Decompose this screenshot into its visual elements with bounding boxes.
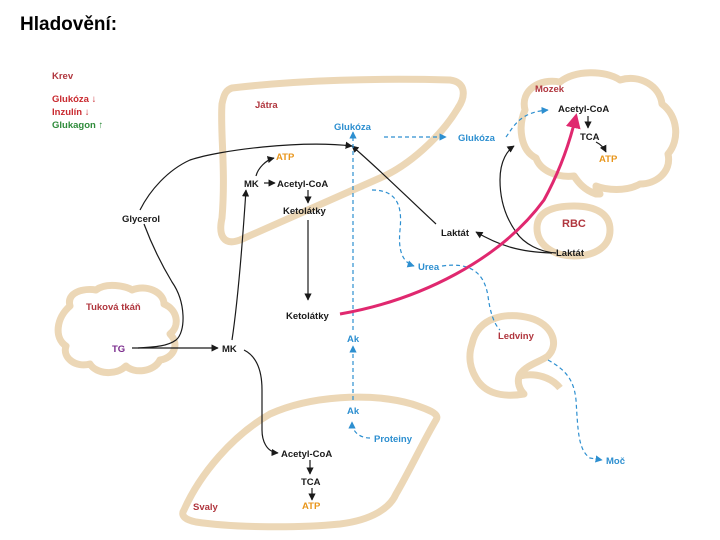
label-brain-glucose: Glukóza (458, 133, 496, 144)
path-proteins-ak (348, 421, 371, 439)
liver-outline (217, 75, 467, 246)
label-ketone-blood: Ketolátky (286, 311, 329, 322)
path-liver-urea (371, 189, 415, 268)
label-liver-ketone: Ketolátky (283, 206, 326, 217)
path-mk-liver (231, 189, 250, 341)
label-muscle-acetylcoa: Acetyl-CoA (281, 449, 332, 460)
label-blood-glucose: Glukóza (334, 122, 372, 133)
label-lactate: Laktát (441, 228, 470, 239)
label-rbc-lactate: Laktát (556, 248, 585, 259)
label-liver-mk: MK (244, 179, 259, 190)
legend-glucose: Glukóza ↓ (52, 94, 96, 105)
organ-label-brain: Mozek (535, 84, 565, 95)
label-proteins: Proteiny (374, 434, 413, 445)
organ-label-adipose: Tuková tkáň (86, 302, 141, 313)
organ-label-muscle: Svaly (193, 502, 219, 513)
path-glucose-lactate (351, 145, 437, 225)
legend-insulin: Inzulín ↓ (52, 107, 89, 118)
path-ketone-brain (339, 113, 581, 316)
label-brain-tca: TCA (580, 132, 600, 143)
label-tg: TG (112, 344, 125, 355)
path-liver-mk-atp (255, 156, 275, 177)
legend-heading: Krev (52, 71, 74, 82)
path-brain-tca-atp (595, 141, 607, 153)
path-brain-glucose-acetylcoa (505, 106, 549, 138)
label-aa-lower: Ak (347, 406, 360, 417)
label-liver-acetylcoa: Acetyl-CoA (277, 179, 328, 190)
path-liver-glycerol (139, 141, 353, 211)
path-rbc-lactate (499, 145, 557, 254)
legend-glucagon: Glukagon ↑ (52, 120, 103, 131)
slide-title: Hladovění: (20, 14, 118, 35)
path-mk-muscle (243, 349, 279, 457)
label-mk-blood: MK (222, 344, 237, 355)
label-aa-upper: Ak (347, 334, 360, 345)
path-glycerol-tg (137, 223, 184, 349)
organ-label-liver: Játra (255, 100, 278, 111)
label-brain-acetylcoa: Acetyl-CoA (558, 104, 609, 115)
organ-label-rbc: RBC (562, 218, 586, 230)
label-liver-atp: ATP (276, 152, 295, 163)
rbc-outline (533, 202, 614, 260)
organ-label-kidneys: Ledviny (498, 331, 535, 342)
path-kidney-urine (547, 359, 603, 463)
muscle-outline (179, 393, 441, 531)
brain-outline (517, 69, 680, 198)
kidney-ureter (519, 371, 563, 391)
adipose-outline (54, 281, 180, 376)
kidney-outline (466, 312, 557, 399)
label-glycerol: Glycerol (122, 214, 160, 225)
label-urine: Moč (606, 456, 625, 467)
label-muscle-tca: TCA (301, 477, 321, 488)
label-urea: Urea (418, 262, 440, 273)
label-brain-atp: ATP (599, 154, 618, 165)
path-lactate-rbc-horizontal (475, 231, 553, 254)
label-muscle-atp: ATP (302, 501, 321, 512)
